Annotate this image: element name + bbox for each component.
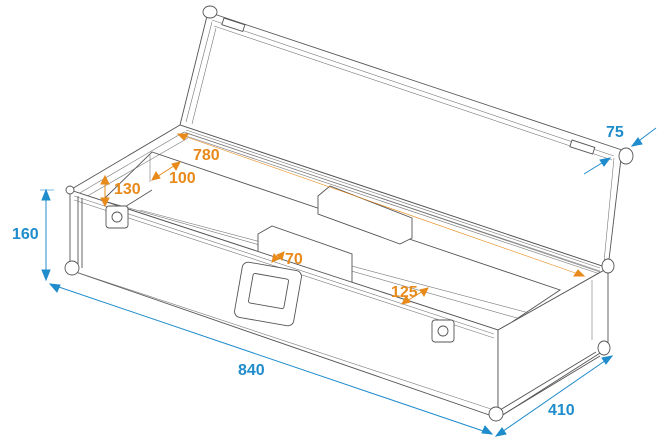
latch-left	[105, 205, 129, 229]
latch-right	[431, 319, 455, 343]
dimension-divider-gap: 70	[285, 251, 303, 268]
center-handle-block	[317, 185, 413, 245]
corner-ball	[64, 260, 80, 276]
dimension-lid-depth: 75	[606, 124, 624, 141]
case-lid	[179, 5, 634, 269]
inner-dimension-lines	[100, 133, 586, 305]
lid-corner-left	[202, 5, 218, 19]
dimension-compartment-width: 100	[169, 170, 196, 187]
corner-ball	[601, 258, 615, 274]
corner-ball	[488, 406, 504, 422]
lid-corner-right	[618, 147, 634, 165]
dimension-front-compartment: 125	[391, 284, 418, 301]
lid-latch-right	[569, 139, 596, 155]
dimension-inner-height: 130	[114, 181, 141, 198]
dimension-depth: 410	[548, 402, 575, 419]
lid-latch-left	[221, 17, 246, 33]
case-body	[64, 124, 615, 422]
outer-dimension-lines	[40, 127, 657, 437]
dimension-height: 160	[12, 226, 39, 243]
dimension-length: 840	[238, 362, 265, 379]
corner-ball	[65, 185, 75, 195]
corner-ball	[597, 340, 611, 356]
dimension-inner-length: 780	[193, 147, 220, 164]
